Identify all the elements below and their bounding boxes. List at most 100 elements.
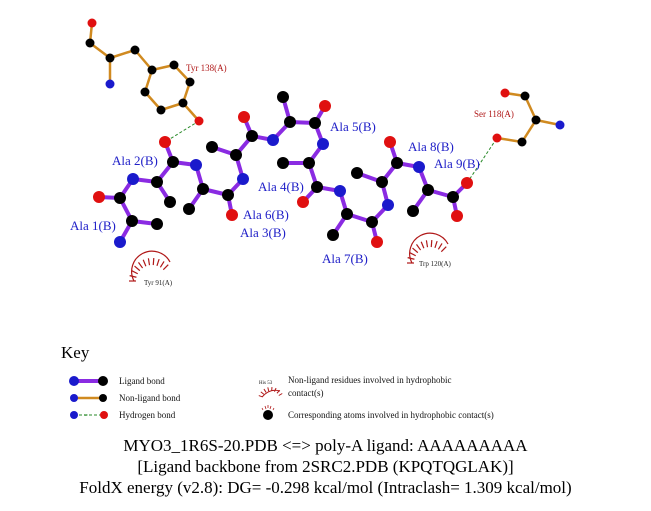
carbon-atom [327,229,339,241]
ligand-label-ala3: Ala 3(B) [240,225,286,240]
carbon-atom [151,218,163,230]
hydrogen-bond [466,137,498,184]
carbon-atom [284,116,296,128]
atoms [85,18,565,248]
carbon-atom [85,38,95,48]
oxygen-atom [500,88,510,98]
carbon-atom [206,141,218,153]
carbon-atom [151,176,163,188]
nitrogen-atom [105,79,115,89]
oxygen-atom [238,111,250,123]
nitrogen-atom [267,134,279,146]
hydrophobic-spoke [278,393,283,396]
hydrophobic-spoke [407,257,415,260]
nitrogen-atom [190,159,202,171]
nitrogen-atom [114,236,126,248]
residue-label-tyr138: Tyr 138(A) [186,63,227,73]
key-hbond-sample: 3.0 [70,411,108,419]
carbon-atom [520,91,530,101]
carbon-atom [230,149,242,161]
nitrogen-atom [237,173,249,185]
carbon-atom [391,157,403,169]
hydrophobic-arc-trp120 [407,232,449,264]
hydrophobic-spoke [440,246,447,253]
nitrogen-atom [382,199,394,211]
oxygen-atom [492,133,502,143]
carbon-atom [366,216,378,228]
carbon-atom [309,117,321,129]
carbon-atom [277,91,289,103]
carbon-atom [114,192,126,204]
oxygen-atom [451,210,463,222]
carbon-atom [376,176,388,188]
oxygen-atom [93,191,105,203]
carbon-atom [140,87,150,97]
ligand-label-ala5: Ala 5(B) [330,119,376,134]
caption-line-1: MYO3_1R6S-20.PDB <=> poly-A ligand: AAAA… [123,436,528,455]
carbon-atom [156,105,166,115]
hydrophobic-spoke [147,258,151,266]
ligand-label-ala7: Ala 7(B) [322,251,368,266]
ligand-label-ala4: Ala 4(B) [258,179,304,194]
caption-line-3: FoldX energy (v2.8): DG= -0.298 kcal/mol… [79,478,572,497]
ligand-label-ala6: Ala 6(B) [243,207,289,222]
nitrogen-atom [317,138,329,150]
key-ligand-bond: Ligand bond [119,376,165,386]
carbon-atom [351,167,363,179]
carbon-atom [407,205,419,217]
oxygen-atom [226,209,238,221]
hydrophobic-label-trp120: Trp 120(A) [419,260,451,268]
key-corresponding-atom-icon [261,405,275,420]
carbon-atom [303,157,315,169]
carbon-atom [147,65,157,75]
hydrophobic-spoke [260,391,265,395]
carbon-atom [222,189,234,201]
oxygen-atom [384,136,396,148]
hydrophobic-spoke [258,395,263,398]
carbon-atom [164,196,176,208]
key-hbond-distance: 3.0 [84,413,88,417]
ligand-label-ala9: Ala 9(B) [434,156,480,171]
carbon-atom [169,60,179,70]
hydrophobic-spoke [131,270,139,275]
nitrogen-atom [334,185,346,197]
oxygen-atom [461,177,473,189]
key-nonligand-bond-sample [70,394,107,402]
hydrophobic-spoke [415,244,422,251]
ligand-label-ala2: Ala 2(B) [112,153,158,168]
nitrogen-atom [555,120,565,130]
oxygen-atom [371,236,383,248]
hydrophobic-spoke [162,264,169,271]
hydrophobic-spoke [434,240,438,248]
hydrophobic-spoke [156,258,160,266]
hydrophobic-arc-tyr91 [129,250,171,282]
hydrophobic-spoke [137,262,144,269]
carbon-atom [105,53,115,63]
hydrophobic-spoke [142,259,147,267]
carbon-atom [126,215,138,227]
key-corresponding-atoms: Corresponding atoms involved in hydropho… [288,410,494,420]
hydrophobic-spoke [437,243,443,250]
carbon-atom [422,184,434,196]
oxygen-atom [87,18,97,28]
carbon-atom [277,157,289,169]
carbon-atom [185,77,195,87]
hydrophobic-spoke [152,258,155,266]
oxygen-atom [159,136,171,148]
hydrophobic-spoke [129,275,137,278]
hydrophobic-spoke [134,265,141,272]
carbon-atom [130,45,140,55]
hydrophobic-spoke [420,241,425,249]
hydrophobic-spoke [412,247,419,254]
carbon-atom [341,208,353,220]
hydrophobic-spoke [425,240,429,248]
hydrophobic-spoke [276,389,280,394]
carbon-atom [311,181,323,193]
hydrophobic-spoke [274,387,277,392]
carbon-atom [531,115,541,125]
caption-line-2: [Ligand backbone from 2SRC2.PDB (KPQTQGL… [137,457,514,476]
nitrogen-atom [413,161,425,173]
hydrophobic-spoke [430,240,433,248]
key-nonligand-residues-2: contact(s) [288,388,323,398]
carbon-atom [447,191,459,203]
